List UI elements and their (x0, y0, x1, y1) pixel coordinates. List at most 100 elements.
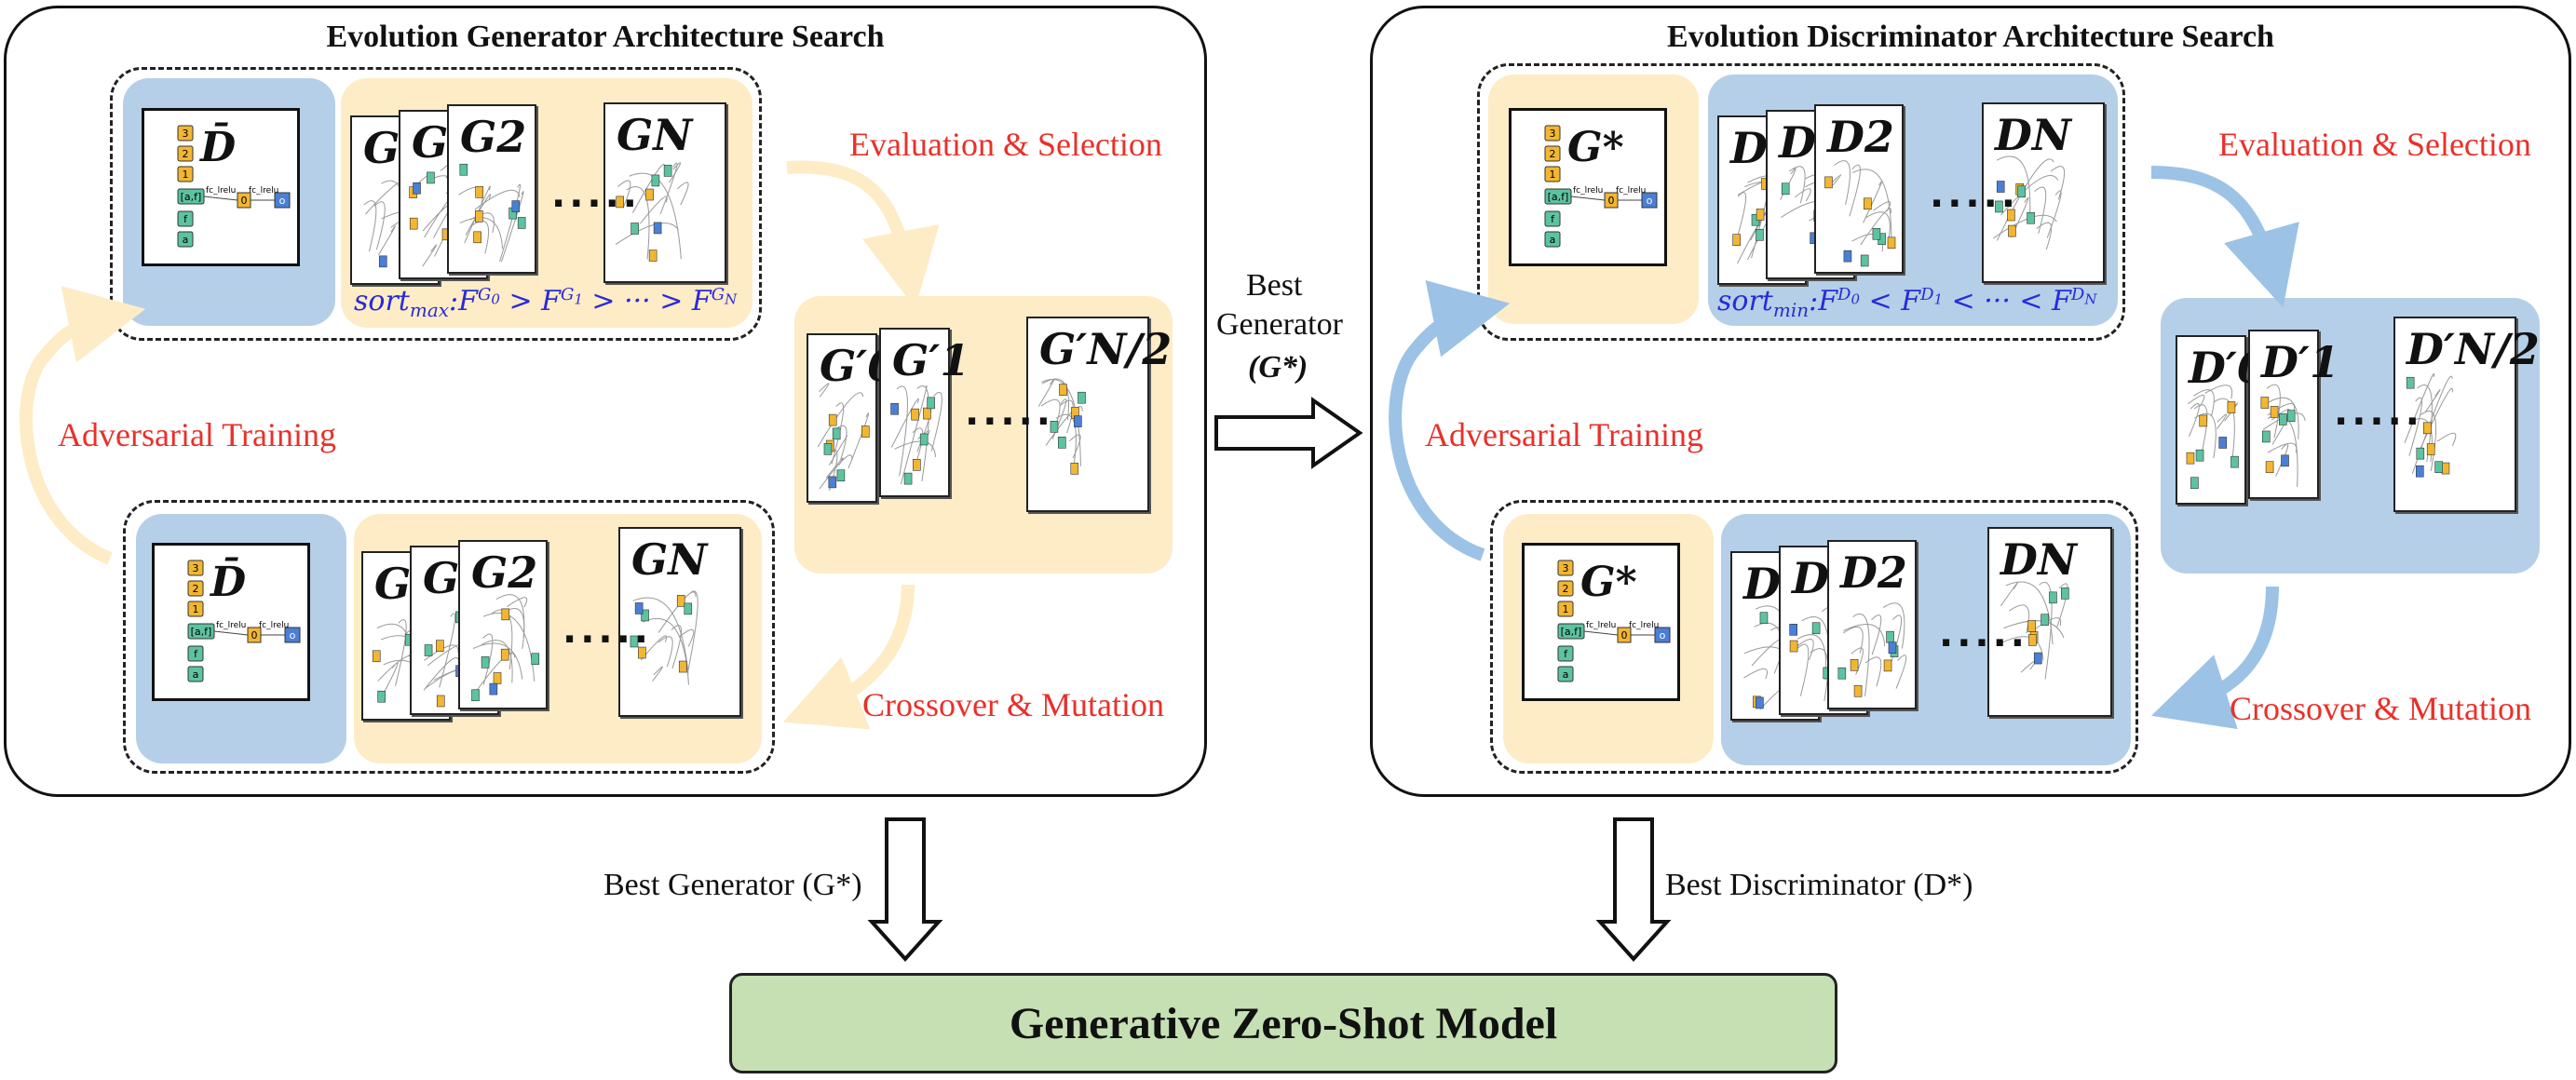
svg-text:a: a (193, 668, 199, 681)
architecture-graph-sketch (2404, 372, 2457, 478)
evaluation-selection-label-left: Evaluation & Selection (849, 126, 1162, 163)
discriminator-population-bottom-group (1490, 500, 2138, 774)
svg-text:2: 2 (1550, 148, 1556, 160)
architecture-graph-sketch (817, 383, 870, 492)
best-generator-middle-line1: Best (1246, 268, 1303, 303)
adversarial-training-label-right: Adversarial Training (1425, 416, 1703, 453)
svg-text:1: 1 (1563, 603, 1569, 615)
population-ellipsis: ····· (1930, 182, 2019, 225)
discriminator-selected-card: D′0 (2176, 335, 2267, 505)
architecture-graph-sketch (1037, 378, 1086, 475)
svg-text:fc_lrelu: fc_lrelu (1586, 621, 1616, 630)
svg-text:f: f (1564, 648, 1568, 660)
architecture-graph-sketch (458, 163, 526, 263)
generator-population-top-card: GN (603, 102, 726, 283)
svg-text:o: o (1660, 629, 1666, 641)
architecture-graph-sketch (1824, 160, 1896, 267)
svg-text:o: o (279, 195, 286, 207)
generator-population-top-card-label: GN (617, 110, 693, 160)
generator-selected-card-label: G′1 (892, 335, 970, 385)
svg-text:fc_lrelu: fc_lrelu (1573, 186, 1603, 196)
svg-text:fc_lrelu: fc_lrelu (259, 621, 289, 630)
architecture-graph-sketch (1837, 602, 1907, 697)
svg-text:1: 1 (1550, 169, 1556, 181)
discriminator-population-top-card: D2 (1814, 104, 1904, 274)
evaluation-arrow-right (2150, 166, 2299, 308)
svg-text:a: a (1563, 668, 1569, 681)
svg-text:0: 0 (1608, 195, 1615, 207)
svg-text:fc_lrelu: fc_lrelu (206, 186, 236, 196)
generator-population-bottom-card-label: GN (631, 534, 708, 585)
population-ellipsis: ····· (965, 400, 1054, 443)
generator-population-bottom-card-label: G2 (471, 547, 538, 598)
best-discriminator-bottom-label: Best Discriminator (D*) (1665, 868, 1973, 902)
fixed-generator-label: G* (1567, 124, 1624, 171)
adversarial-arrow-right (1389, 280, 1511, 561)
discriminator-selected-card-label: D′1 (2261, 337, 2340, 387)
svg-text:2: 2 (193, 583, 199, 595)
discriminator-selected-card-label: D′N/2 (2407, 324, 2540, 374)
population-ellipsis: ····· (1939, 622, 2028, 665)
discriminator-population-top-card-label: D2 (1827, 112, 1894, 162)
fixed-discriminator-label: D̄ (200, 124, 237, 171)
best-generator-bottom-label: Best Generator (G*) (603, 868, 862, 902)
generative-zero-shot-model-box: Generative Zero-Shot Model (729, 973, 1837, 1073)
adversarial-arrow-left (20, 286, 146, 565)
generator-population-bottom-card: G2 (458, 540, 548, 709)
best-generator-hollow-arrow (1214, 397, 1363, 469)
architecture-graph-sketch (2260, 384, 2306, 487)
generator-population-top-card: G2 (447, 104, 536, 274)
crossover-mutation-label-left: Crossover & Mutation (862, 686, 1164, 723)
svg-text:f: f (183, 213, 188, 225)
crossover-arrow-right (2151, 586, 2279, 730)
svg-text:a: a (183, 234, 189, 246)
generator-population-bottom-card: GN (618, 527, 741, 717)
svg-text:[a,f]: [a,f] (1548, 191, 1569, 203)
svg-text:a: a (1550, 234, 1556, 246)
best-generator-middle-line2: Generator (1216, 307, 1343, 342)
svg-text:o: o (1647, 195, 1653, 207)
evaluation-selection-label-right: Evaluation & Selection (2218, 126, 2531, 163)
adversarial-training-label-left: Adversarial Training (58, 416, 336, 453)
architecture-graph-sketch (2186, 385, 2239, 490)
generator-selected-card: G′1 (879, 328, 969, 497)
svg-text:fc_lrelu: fc_lrelu (249, 186, 278, 196)
fixed-discriminator-label: D̄ (210, 559, 247, 606)
population-ellipsis: ····· (563, 618, 652, 661)
svg-text:f: f (194, 648, 198, 660)
discriminator-population-top-card: DN (1982, 102, 2105, 283)
discriminator-population-bottom-card-label: D2 (1840, 547, 1907, 598)
architecture-graph-sketch (615, 162, 689, 262)
svg-text:[a,f]: [a,f] (181, 191, 202, 203)
sort-max-label: sortmax:FG0 > FG1 > ··· > FGN (354, 285, 738, 321)
svg-text:f: f (1551, 213, 1555, 225)
crossover-mutation-label-right: Crossover & Mutation (2230, 690, 2531, 727)
generator-selected-card-label: G′N/2 (1039, 324, 1173, 374)
architecture-graph-sketch (1993, 155, 2066, 250)
sort-min-label: sortmin:FD0 < FD1 < ··· < FDN (1717, 285, 2097, 321)
best-discriminator-down-arrow (1595, 817, 1672, 962)
svg-text:0: 0 (241, 195, 248, 207)
svg-text:3: 3 (183, 128, 189, 140)
svg-text:0: 0 (1621, 629, 1628, 641)
svg-text:3: 3 (1550, 128, 1556, 140)
discriminator-population-bottom-card: DN (1987, 527, 2112, 717)
discriminator-population-top-group (1477, 63, 2125, 341)
svg-text:1: 1 (183, 169, 189, 181)
svg-text:3: 3 (193, 562, 199, 574)
evaluation-arrow-left (786, 160, 940, 309)
discriminator-selected-card: D′1 (2248, 330, 2339, 499)
discriminator-population-top-card-label: DN (1995, 110, 2071, 160)
svg-text:0: 0 (251, 629, 258, 641)
architecture-graph-sketch (890, 385, 942, 485)
architecture-graph-sketch (471, 594, 540, 702)
